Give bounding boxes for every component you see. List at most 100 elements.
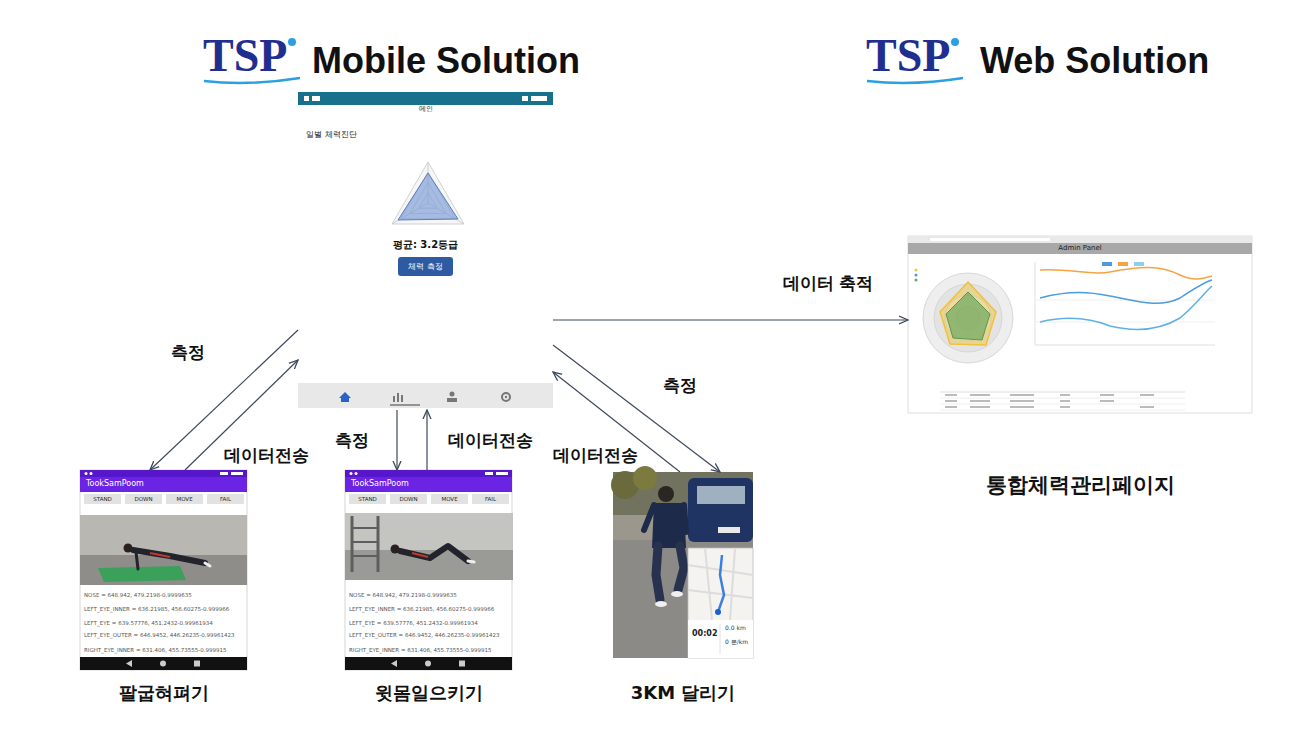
running-photo-part [684, 505, 686, 532]
logo-text: TSP [866, 30, 950, 83]
landmark-reading: LEFT_EYE_INNER = 636.21985, 456.60275-0.… [349, 606, 507, 613]
admin-table-part [1060, 406, 1070, 408]
edge-label: 측정 [660, 374, 700, 396]
nav-icons-part [502, 393, 510, 401]
admin-radar-chart-part [946, 292, 990, 340]
admin-table-part [945, 394, 957, 396]
admin-table-part [945, 406, 957, 408]
landmark-reading: LEFT_EYE = 639.57776, 451.2432-0.9996193… [349, 620, 507, 627]
landmark-reading: LEFT_EYE_OUTER = 646.9452, 446.26235-0.9… [349, 632, 507, 639]
pushup-photo-part [80, 555, 247, 585]
situp-photo-part [468, 561, 474, 562]
nav-icons-part [505, 396, 507, 398]
landmark-reading: LEFT_EYE_OUTER = 646.9452, 446.26235-0.9… [84, 632, 242, 639]
run-distance: 0.0 km [725, 624, 753, 632]
landmark-reading: LEFT_EYE_INNER = 636.21985, 456.60275-0.… [84, 606, 242, 613]
radar-chart-part [392, 162, 464, 224]
pushup-screen: TookSamPoomSTANDDOWNMOVEFAILNOSE = 648.9… [80, 470, 247, 670]
admin-table [940, 392, 1185, 410]
nav-icons-part [390, 404, 420, 406]
button-label: 체력 측정 [398, 257, 453, 276]
admin-panel-screen [908, 236, 1252, 413]
pushup-photo-part [136, 552, 138, 569]
running-photo-part [652, 503, 686, 548]
admin-table-part [945, 400, 957, 402]
mobile-app-screen-part [522, 96, 528, 101]
admin-table-part [940, 410, 1185, 411]
running-screen: 00:020.0 km0 분/km3KM 달리기 [613, 472, 753, 658]
admin-radar-chart-part [923, 273, 1013, 363]
mobile-app-screen-part [304, 96, 309, 101]
pushup-photo-part [98, 566, 186, 582]
running-photo-part [688, 548, 753, 620]
edge-label: 데이터전송 [445, 429, 536, 451]
admin-table-part [970, 400, 990, 402]
situp-photo-part [351, 516, 354, 572]
admin-table-part [1010, 406, 1034, 408]
pushup-photo-part [80, 515, 247, 555]
nav-icons-part [447, 398, 457, 402]
admin-table-part [1140, 406, 1154, 408]
mobile-app-screen-part [398, 257, 453, 276]
run-time: 00:02 [692, 629, 726, 639]
nav-icons-part [393, 396, 395, 402]
landmark-reading: LEFT_EYE = 639.57776, 451.2432-0.9996193… [84, 620, 242, 627]
mobile-app-screen-part [298, 383, 553, 408]
admin-table-part [970, 406, 990, 408]
admin-line-chart-part [1118, 262, 1128, 266]
situp-photo-part [345, 550, 513, 580]
tsp-logo-part [288, 38, 296, 46]
running-photo-part [671, 591, 683, 597]
run-pace: 0 분/km [725, 638, 753, 646]
running-photo-part [644, 505, 654, 530]
situp-photo-part [400, 546, 468, 561]
panel-title: Admin Panel [908, 243, 1252, 254]
situp-photo-part [352, 527, 378, 529]
admin-panel-screen-part [908, 236, 1252, 413]
tsp-logo [204, 38, 963, 83]
situp-photo-part [412, 553, 428, 557]
landmark-reading: NOSE = 648.942, 479.2198-0.9999635 [349, 592, 507, 599]
edge-label: 측정 [332, 429, 372, 451]
admin-line-chart-part [1035, 345, 1215, 346]
flow-arrow [553, 319, 908, 320]
admin-table-part [1100, 394, 1114, 396]
screen-title: 메인 [298, 105, 553, 114]
running-photo-part [715, 609, 721, 615]
admin-radar-chart [923, 273, 1013, 363]
logo-text: TSP [203, 30, 287, 83]
mobile-app-screen: 메인일별 체력진단평균: 3.2등급체력 측정 [298, 92, 553, 410]
pushup-photo [80, 515, 247, 585]
running-photo-part [678, 546, 684, 590]
admin-panel-screen-part [915, 274, 918, 277]
exercise-caption: 윗몸일으키기 [325, 682, 532, 705]
admin-table-part [940, 392, 1185, 393]
admin-radar-chart-part [940, 282, 996, 345]
mode-button-label: MOVE [166, 494, 203, 504]
admin-line-chart-part [1035, 262, 1036, 345]
admin-panel-screen-part [908, 243, 1252, 254]
screen-heading: 일별 체력진단 [306, 130, 426, 140]
running-photo-part [655, 601, 667, 607]
running-photo-part [718, 555, 724, 612]
mobile-app-screen-part [312, 96, 320, 101]
mode-button-label: FAIL [207, 494, 244, 504]
app-title: TookSamPoom [351, 479, 471, 489]
admin-table-part [1140, 394, 1154, 396]
edge-label: 데이터 축적 [780, 272, 877, 294]
admin-line-chart-part [1134, 262, 1144, 266]
phone-frame [345, 470, 512, 670]
pushup-photo-part [205, 563, 210, 566]
app-title: TookSamPoom [86, 479, 206, 489]
running-photo-part [720, 624, 721, 654]
panel-caption: 통합체력관리페이지 [908, 472, 1252, 498]
nav-icons-part [339, 392, 351, 402]
radar-chart [392, 162, 464, 224]
flow-arrow [426, 410, 427, 470]
running-photo-part [688, 548, 753, 658]
admin-panel: Admin Panel통합체력관리페이지 [908, 236, 1252, 413]
admin-line-chart-part [1040, 286, 1212, 329]
